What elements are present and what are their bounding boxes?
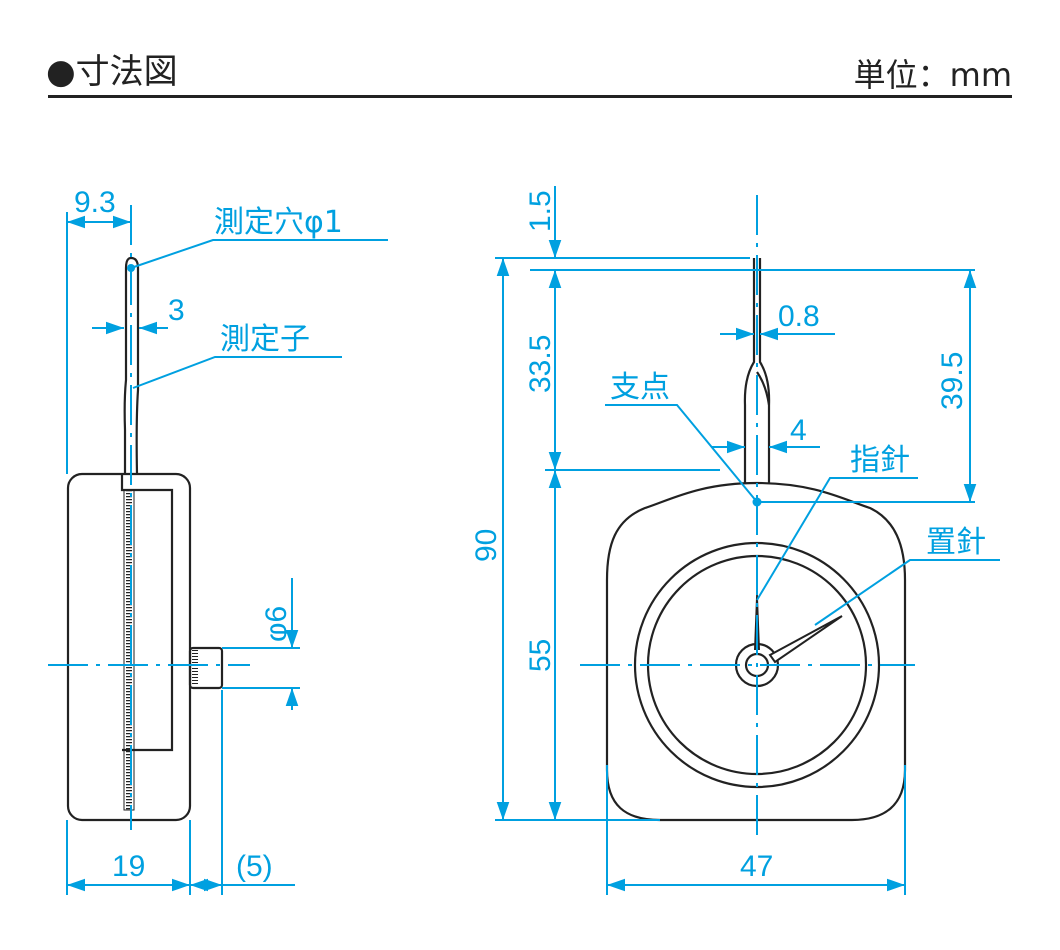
page-title: ●寸法図 <box>46 44 178 93</box>
side-view: 9.3 測定穴φ1 3 測定子 φ6 19 (5) <box>48 186 388 895</box>
label-probe: 測定子 <box>220 322 310 357</box>
dim-knob-diameter: φ6 <box>260 606 293 642</box>
set-needle <box>768 615 843 664</box>
unit-label: 単位：mm <box>853 56 1012 94</box>
knurl-pattern <box>123 489 135 811</box>
dim-pivot-to-tip: 39.5 <box>936 352 969 410</box>
dim-probe-offset: 9.3 <box>74 186 116 219</box>
probe-outline <box>123 256 140 475</box>
bullet-icon: ● <box>46 52 76 92</box>
dial-recess <box>120 474 174 752</box>
dim-width: 47 <box>740 850 773 883</box>
dim-probe-width: 3 <box>168 294 185 327</box>
title-text: 寸法図 <box>75 52 178 92</box>
header-rule <box>48 95 1012 98</box>
label-set-needle: 置針 <box>926 525 986 560</box>
dim-probe-base-width: 4 <box>790 414 807 447</box>
dim-knob-length: (5) <box>236 850 273 883</box>
pointer-needle <box>754 572 760 650</box>
dim-tip: 1.5 <box>524 190 557 232</box>
adjust-knob <box>188 646 224 690</box>
label-pivot: 支点 <box>610 370 670 405</box>
dim-tip-width: 0.8 <box>778 300 820 333</box>
body-outline <box>66 472 192 822</box>
label-hole: 測定穴φ1 <box>214 205 343 240</box>
dim-lower-height: 55 <box>524 639 557 672</box>
front-view: 90 1.5 33.5 55 39.5 0.8 4 支点 指針 置針 47 <box>470 186 1000 895</box>
dim-probe-length: 33.5 <box>524 335 557 393</box>
dim-body-depth: 19 <box>112 850 145 883</box>
dim-total-height: 90 <box>470 529 503 562</box>
label-pointer: 指針 <box>850 443 910 478</box>
